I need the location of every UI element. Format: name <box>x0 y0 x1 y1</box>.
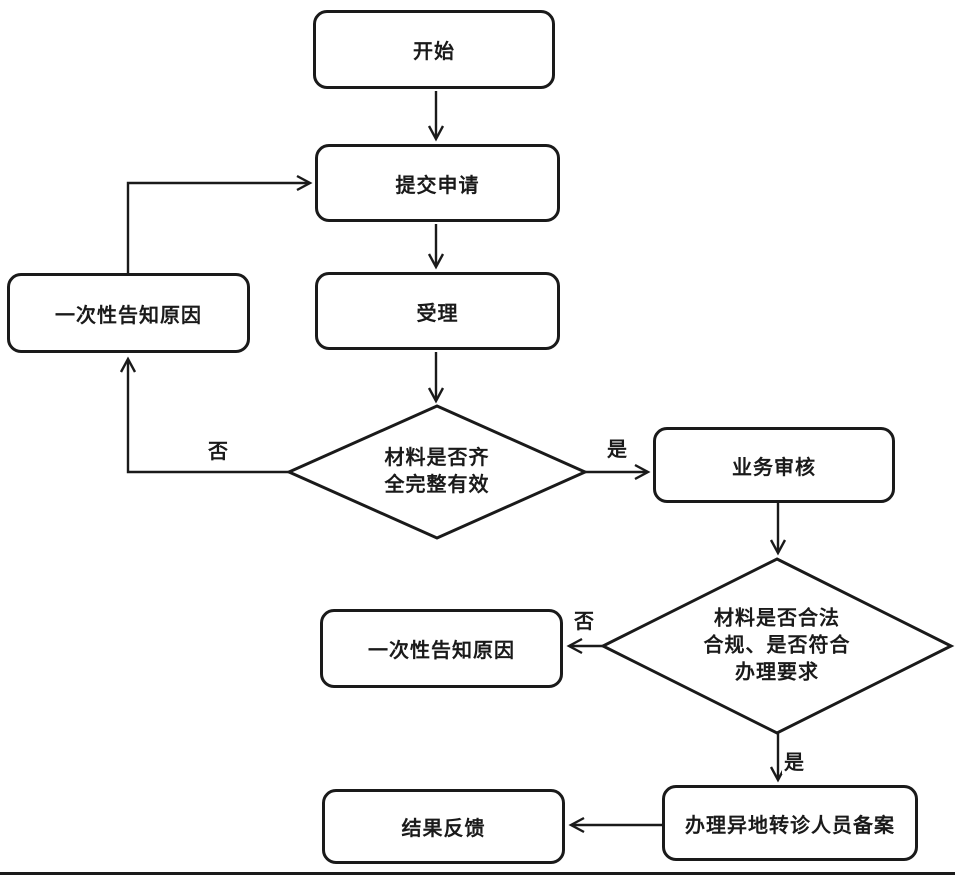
diamond-label-line: 材料是否齐 <box>384 447 490 469</box>
edge-label-yes-2: 是 <box>782 752 806 774</box>
node-business-review: 业务审核 <box>653 427 895 503</box>
node-accept: 受理 <box>315 272 560 350</box>
node-referral-filing: 办理异地转诊人员备案 <box>662 785 918 861</box>
diamond-label-line: 合规、是否符合 <box>703 634 851 657</box>
edge-label-no-1: 否 <box>206 441 230 463</box>
diamond-label-check-compliant: 材料是否合法 合规、是否符合 办理要求 <box>704 606 851 687</box>
edge-check-no-notify1 <box>119 356 289 474</box>
node-notify-reason-2: 一次性告知原因 <box>320 609 563 688</box>
diamond-label-line: 材料是否合法 <box>714 607 840 630</box>
diamond-label-line: 办理要求 <box>735 661 819 684</box>
diamond-label-check-complete: 材料是否齐 全完整有效 <box>385 445 490 499</box>
node-start: 开始 <box>313 10 555 89</box>
edge-label-no-2: 否 <box>572 611 596 633</box>
node-notify-reason-1: 一次性告知原因 <box>7 273 250 353</box>
node-submit-application: 提交申请 <box>315 144 560 222</box>
diamond-check-complete <box>285 404 589 540</box>
node-result-feedback: 结果反馈 <box>322 789 565 864</box>
edge-label-yes-1: 是 <box>605 439 629 461</box>
edge-notify1-submit <box>126 174 313 273</box>
diamond-label-line: 全完整有效 <box>384 474 490 496</box>
